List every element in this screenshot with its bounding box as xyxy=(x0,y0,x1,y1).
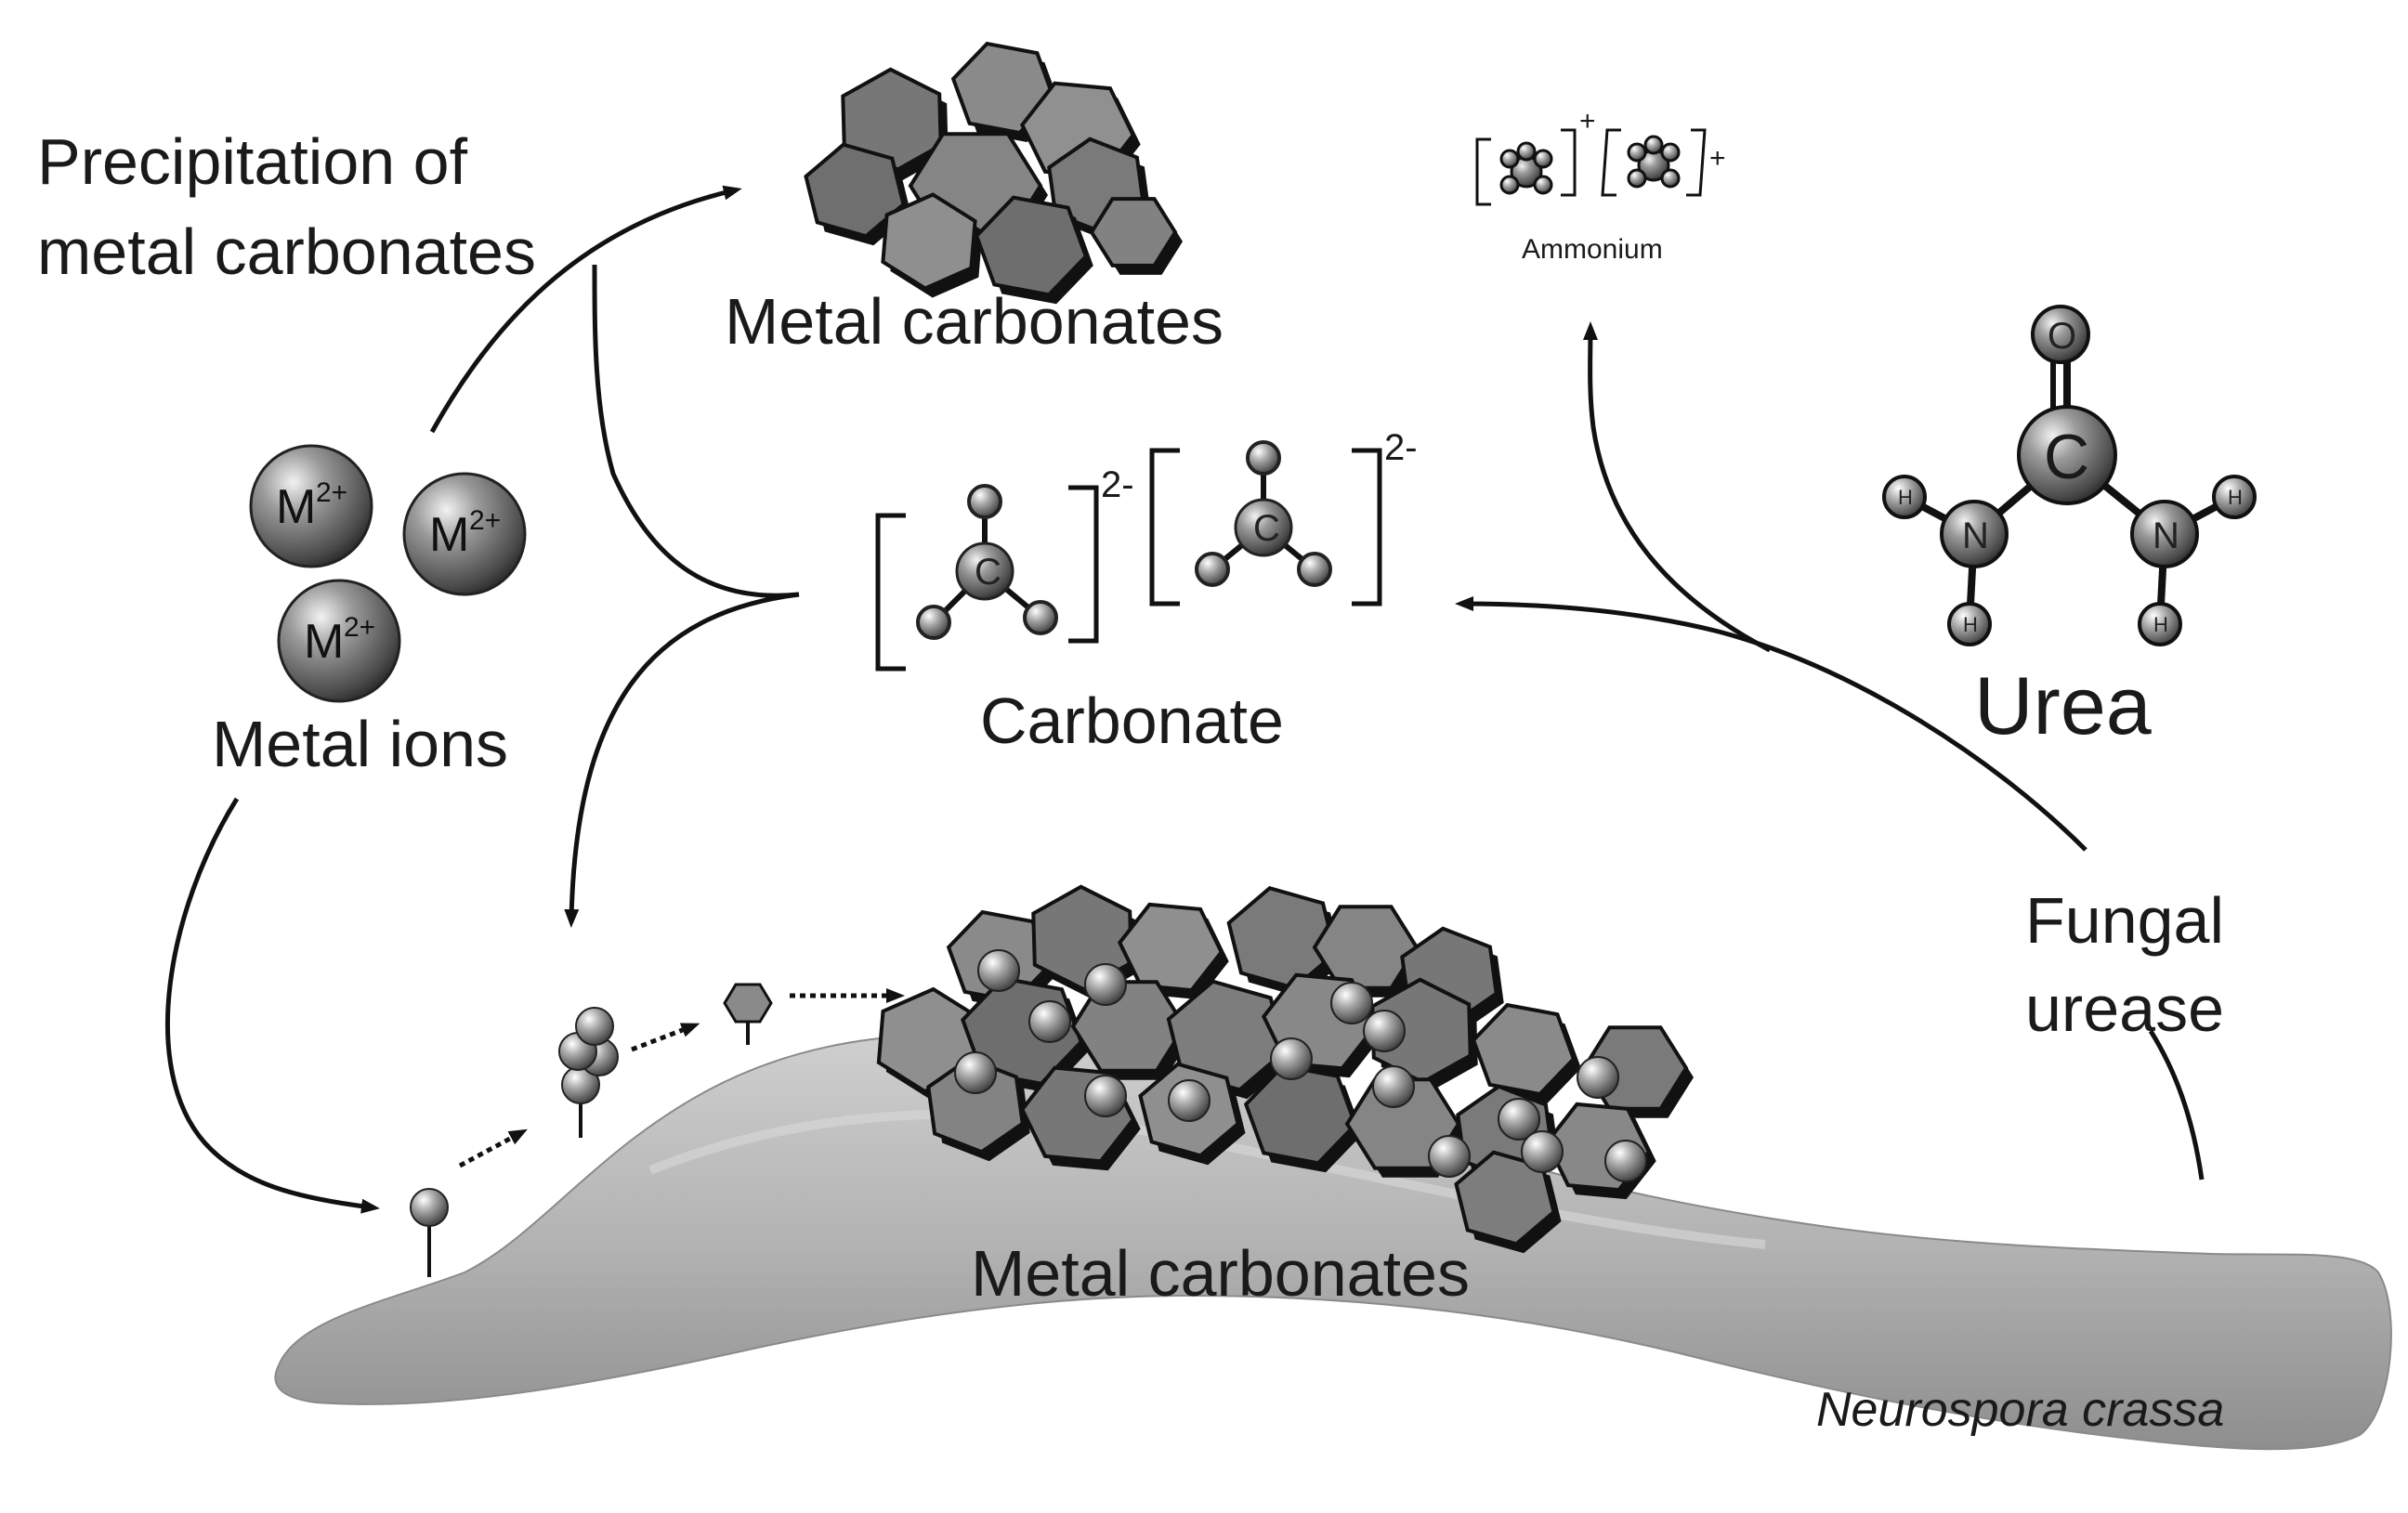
metal-ion-sphere xyxy=(1428,1135,1471,1178)
ammonium-molecule xyxy=(1499,141,1553,195)
metal-ion-sphere xyxy=(1028,1000,1071,1043)
metal-ion-sphere xyxy=(1372,1065,1415,1108)
metal-ion-sphere xyxy=(1498,1098,1540,1141)
metal-ion: M 2+ xyxy=(277,579,401,703)
label-metal-carbonates-bottom: Metal carbonates xyxy=(971,1237,1470,1310)
label-urea: Urea xyxy=(1974,659,2152,751)
svg-text:M: M xyxy=(429,508,469,562)
nucleation-sphere xyxy=(410,1188,449,1227)
label-carbonate: Carbonate xyxy=(980,685,1284,757)
svg-text:M: M xyxy=(304,615,344,669)
ammonium-charge-1: + xyxy=(1579,106,1596,137)
svg-text:H: H xyxy=(2153,613,2168,636)
label-ammonium: Ammonium xyxy=(1522,234,1663,265)
metal-ion: M 2+ xyxy=(249,444,373,568)
svg-text:2+: 2+ xyxy=(469,505,501,536)
crystal-face xyxy=(1243,1063,1358,1166)
nucleation-hexagon xyxy=(723,983,773,1024)
svg-text:M: M xyxy=(276,480,316,534)
label-precipitation-line1: Precipitation of xyxy=(37,125,468,198)
metal-ion-sphere xyxy=(954,1051,997,1094)
dotted-arrows xyxy=(458,988,905,1168)
label-metal-ions: Metal ions xyxy=(212,708,508,780)
metal-ion-sphere xyxy=(1168,1079,1211,1122)
metal-ion-sphere xyxy=(1330,982,1373,1024)
metal-ions: M 2+ M 2+ M 2+ xyxy=(249,444,527,703)
label-fungal: Fungal xyxy=(2025,884,2224,957)
bracket-right-open xyxy=(1149,448,1180,607)
metal-ion: M 2+ xyxy=(402,472,527,596)
carbonate-ion-left: C xyxy=(916,484,1058,640)
arrows xyxy=(164,185,2205,1214)
crystal-face xyxy=(1166,979,1287,1092)
crystal-face xyxy=(950,41,1056,136)
bracket-left-close xyxy=(1068,485,1099,644)
metal-ion-sphere xyxy=(1084,963,1127,1006)
svg-text:H: H xyxy=(1963,613,1978,636)
carbonate-charge-left: 2- xyxy=(1101,464,1134,505)
metal-ion-sphere xyxy=(1604,1140,1647,1182)
ammonium-charge-2: + xyxy=(1709,143,1726,174)
metal-ion-sphere xyxy=(1521,1130,1564,1173)
arrow-ions-to-hypha xyxy=(164,797,380,1214)
dotted-arrow-1 xyxy=(458,1128,528,1168)
dotted-arrow-2 xyxy=(631,1023,700,1052)
bracket-left-open xyxy=(875,513,906,672)
metal-ion-sphere xyxy=(1363,1010,1406,1052)
hypha-metal-carbonate-cluster xyxy=(876,884,1694,1254)
crystal-face xyxy=(1117,902,1224,993)
precipitated-metal-carbonate-crystals xyxy=(804,41,1183,305)
crystal-face xyxy=(804,142,906,239)
urea-carbon: C xyxy=(2044,422,2089,492)
urea-molecule: O C N N H H H H xyxy=(1882,305,2257,646)
svg-text:2+: 2+ xyxy=(344,612,375,643)
metal-ion-sphere xyxy=(1577,1056,1619,1099)
ammonium-molecule xyxy=(1627,135,1681,189)
label-precipitation-line2: metal carbonates xyxy=(37,215,536,288)
ammonium-ions xyxy=(1475,128,1707,206)
metal-ion-sphere xyxy=(1084,1075,1127,1117)
svg-text:C: C xyxy=(975,552,1001,593)
urea-nitrogen-right: N xyxy=(2153,515,2179,556)
crystal-face xyxy=(974,195,1089,297)
bracket-right-close xyxy=(1352,448,1382,607)
label-organism: Neurospora crassa xyxy=(1816,1383,2224,1437)
crystal-face xyxy=(1312,905,1420,990)
crystal-face xyxy=(1089,197,1178,267)
svg-text:2+: 2+ xyxy=(316,477,347,508)
crystal-face xyxy=(926,1056,1025,1154)
svg-text:H: H xyxy=(1898,486,1913,509)
arrow-urease-to-ammonium xyxy=(1582,321,1772,653)
metal-ion-sphere xyxy=(1270,1037,1313,1080)
urease-tail-line xyxy=(2148,1029,2205,1180)
label-urease: urease xyxy=(2025,972,2224,1045)
brace-line-upper xyxy=(592,264,800,598)
arrow-ions-to-crystals xyxy=(429,185,742,434)
svg-text:C: C xyxy=(1253,508,1280,549)
urea-oxygen: O xyxy=(2048,316,2076,357)
crystal-face xyxy=(881,192,977,291)
nucleation-sites xyxy=(410,983,773,1277)
carbonate-molecules xyxy=(875,448,1382,672)
crystal-face xyxy=(1471,1002,1577,1097)
carbonate-charge-right: 2- xyxy=(1384,427,1418,468)
label-metal-carbonates-top: Metal carbonates xyxy=(725,285,1224,358)
carbonate-ion-right: C xyxy=(1195,440,1332,587)
urea-nitrogen-left: N xyxy=(1962,515,1989,556)
svg-text:H: H xyxy=(2228,486,2243,509)
arrow-carbonate-down xyxy=(564,592,800,928)
metal-ion-sphere xyxy=(977,949,1020,992)
